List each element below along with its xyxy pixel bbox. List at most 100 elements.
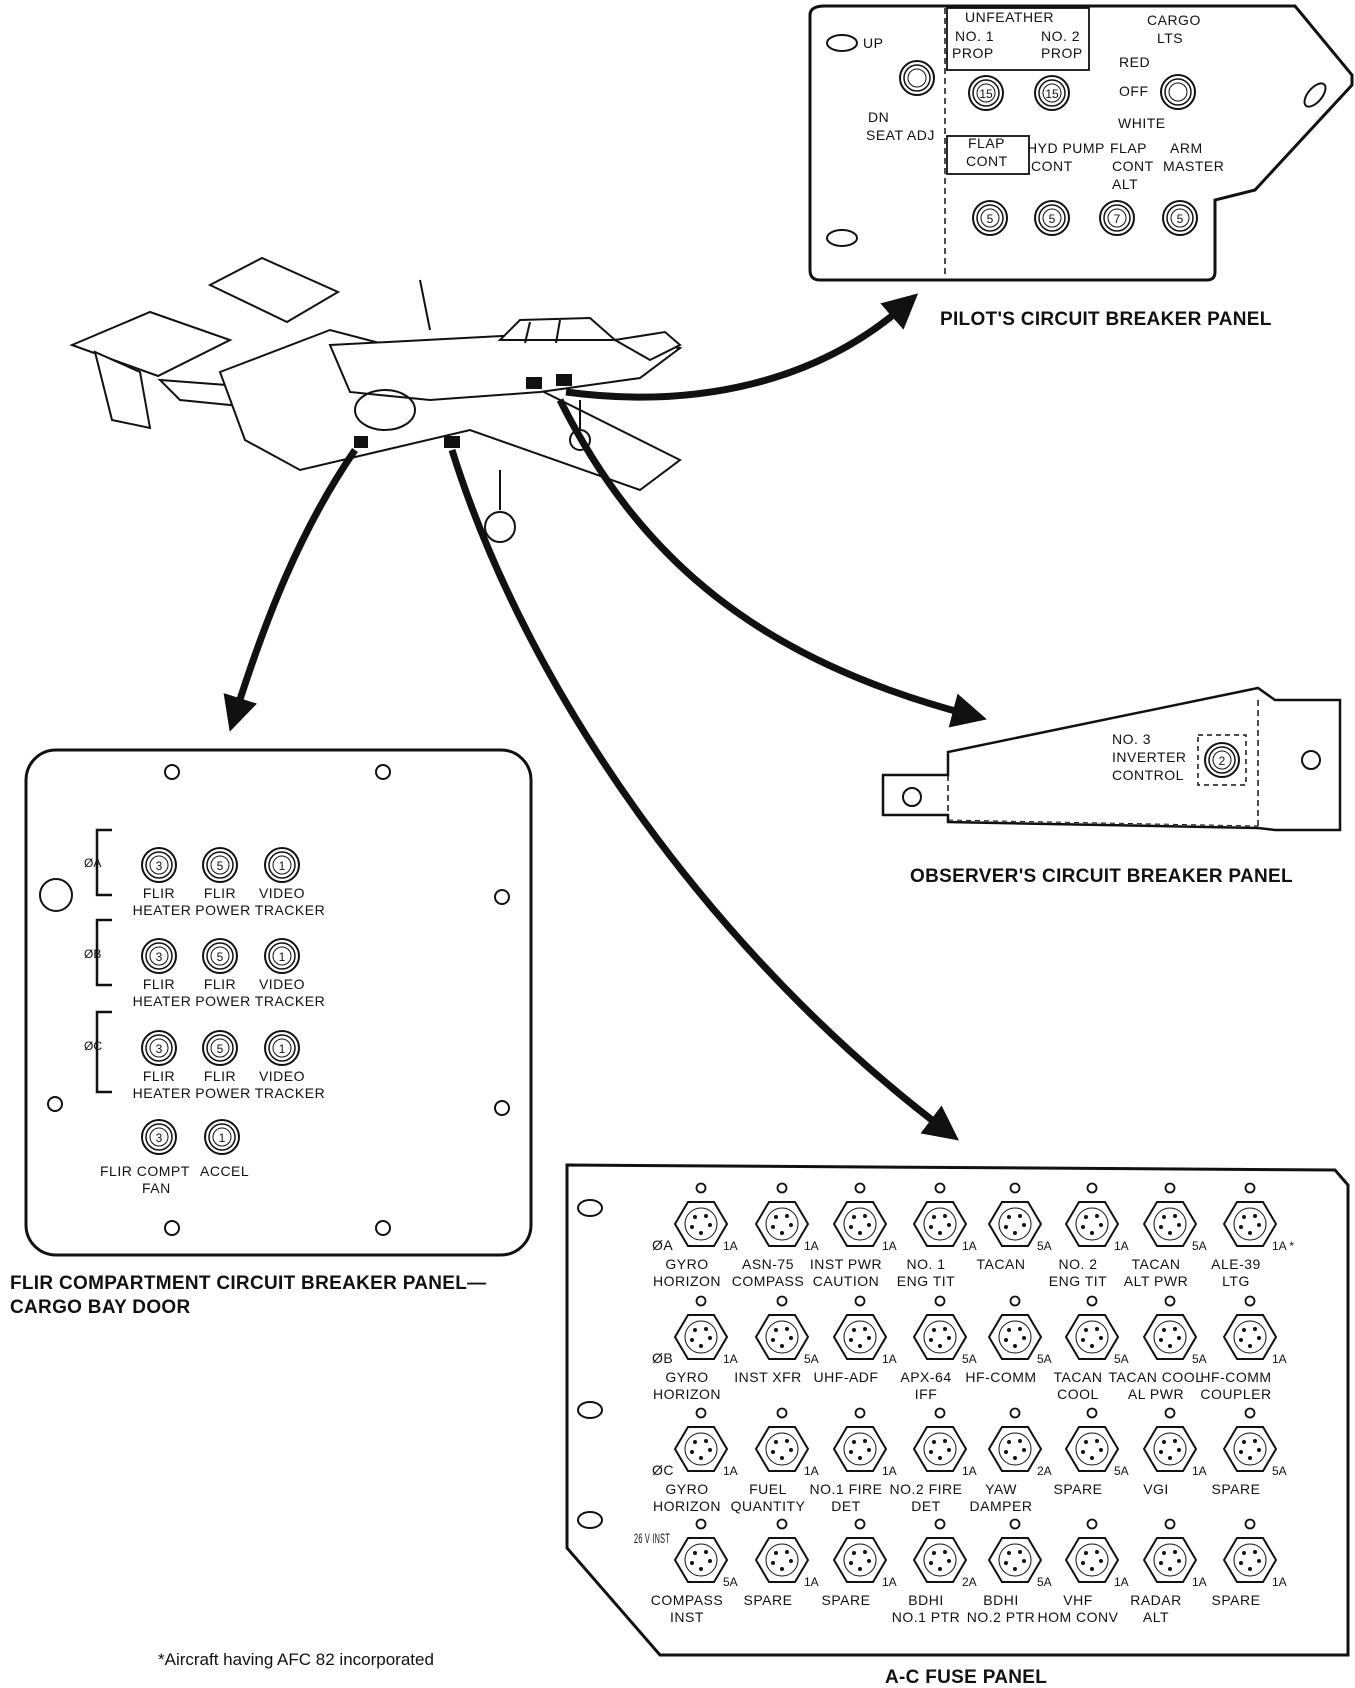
off-label: OFF (1119, 83, 1149, 99)
fuse-amp-rating: 1A (723, 1464, 738, 1478)
fuse-label-line1: TACAN (1132, 1256, 1181, 1272)
flir-accel-label: ACCEL (200, 1163, 249, 1179)
flir-breaker-rating: 1 (279, 950, 286, 964)
fuse-amp-rating: 1A (1192, 1464, 1207, 1478)
flir-fan-rating: 3 (156, 1131, 163, 1145)
flir-caption-line2: CARGO BAY DOOR (10, 1297, 191, 1318)
arm-label: ARM (1170, 140, 1203, 156)
fuse-mount-hole (776, 1182, 788, 1194)
fuse-mount-hole (776, 1295, 788, 1307)
flir-label-top: FLIR (143, 976, 175, 992)
fuse-label-line1: SPARE (1212, 1481, 1261, 1497)
flir-breaker: 5 (202, 1030, 238, 1066)
fuse-mount-hole (854, 1182, 866, 1194)
aircraft-illustration (69, 256, 683, 543)
flir-label-top: VIDEO (259, 1068, 305, 1084)
observer-panel-caption: OBSERVER'S CIRCUIT BREAKER PANEL (910, 866, 1293, 887)
fuse-label-line1: VHF (1063, 1592, 1093, 1608)
breaker-rating: 5 (1049, 212, 1056, 226)
flir-label-bottom: HEATER (133, 1085, 192, 1101)
flir-label-bottom: TRACKER (255, 993, 325, 1009)
fuse-label-line1: TACAN (1054, 1369, 1103, 1385)
flir-breaker: 1 (264, 1030, 300, 1066)
flir-phase-c: ØC (84, 1039, 102, 1053)
fuse-label-line1: FUEL (749, 1481, 787, 1497)
fuse-label-line2: HORIZON (653, 1273, 721, 1289)
fuse-amp-rating: 1A (882, 1464, 897, 1478)
fuse-mount-hole (1164, 1182, 1176, 1194)
observer-control-label: CONTROL (1112, 767, 1184, 783)
fuse-label-line2: ALT (1143, 1609, 1169, 1625)
fuse-amp-rating: 1A (1114, 1239, 1129, 1253)
fuse-mount-hole (1009, 1407, 1021, 1419)
flap-alt-label-3: ALT (1112, 176, 1138, 192)
fuse-mount-hole (695, 1407, 707, 1419)
fuse-mount-hole (854, 1407, 866, 1419)
flir-breaker-rating: 3 (156, 950, 163, 964)
fuse-mount-hole (1009, 1182, 1021, 1194)
fuse-label-line1: SPARE (1054, 1481, 1103, 1497)
fuse-mount-hole (1009, 1518, 1021, 1530)
fuse-mount-hole (1009, 1295, 1021, 1307)
fuse-phase-label: ØB (652, 1350, 673, 1366)
fuse-amp-rating: 5A (1037, 1239, 1052, 1253)
fuse-amp-rating: 5A (723, 1575, 738, 1589)
fuse-mount-hole (1164, 1295, 1176, 1307)
flir-label-top: FLIR (143, 885, 175, 901)
fuse-mount-hole (1086, 1407, 1098, 1419)
fuse-amp-rating: 1A (804, 1239, 819, 1253)
observer-inverter-label: INVERTER (1112, 749, 1187, 765)
flir-fan-label: FAN (142, 1180, 171, 1196)
fuse-label-line1: SPARE (744, 1592, 793, 1608)
fuse-label-line2: HOM CONV (1038, 1609, 1119, 1625)
flir-breaker: 5 (202, 847, 238, 883)
flir-phase-a: ØA (84, 856, 101, 870)
flir-breaker-rating: 1 (279, 1042, 286, 1056)
breaker-rating: 15 (979, 87, 993, 101)
connector-arrows (223, 293, 987, 1141)
fuse-label-line2: COOL (1057, 1386, 1099, 1402)
fuse-label-line2: COUPLER (1200, 1386, 1271, 1402)
flir-label-top: FLIR (143, 1068, 175, 1084)
fuse-label-line1: GYRO (665, 1256, 708, 1272)
flir-label-top: VIDEO (259, 976, 305, 992)
fuse-mount-hole (1244, 1407, 1256, 1419)
seat-up-label: UP (863, 35, 883, 51)
fuse-label-line1: GYRO (665, 1481, 708, 1497)
fuse-label-line1: APX-64 (900, 1369, 951, 1385)
fuse-label-line2: ENG TIT (897, 1273, 955, 1289)
fuse-panel-caption: A-C FUSE PANEL (885, 1667, 1047, 1688)
fuse-amp-rating: 1A (804, 1464, 819, 1478)
flir-label-bottom: HEATER (133, 902, 192, 918)
fuse-mount-hole (695, 1295, 707, 1307)
flir-breaker-rating: 5 (217, 1042, 224, 1056)
arrow-to-flir-panel (223, 448, 358, 732)
fuse-label-line2: LTG (1222, 1273, 1250, 1289)
fuse-amp-rating: 5A (1272, 1464, 1287, 1478)
flap-cont-label-1: FLAP (968, 135, 1005, 151)
fuse-label-line2: IFF (915, 1386, 938, 1402)
fuse-label-line1: BDHI (908, 1592, 943, 1608)
fuse-mount-hole (776, 1518, 788, 1530)
fuse-amp-rating: 1A (882, 1239, 897, 1253)
fuse-label-line1: HF-COMM (965, 1369, 1036, 1385)
fuse-label-line2: HORIZON (653, 1498, 721, 1514)
fuse-label-line2: NO.2 PTR (967, 1609, 1036, 1625)
prop1-label: PROP (952, 45, 994, 61)
fuse-amp-rating: 5A (1114, 1352, 1129, 1366)
flir-label-top: FLIR (204, 885, 236, 901)
pilot-panel-caption: PILOT'S CIRCUIT BREAKER PANEL (940, 309, 1272, 330)
fuse-label-line1: YAW (985, 1481, 1017, 1497)
no2-label: NO. 2 (1041, 28, 1080, 44)
fuse-label-line1: NO.2 FIRE (890, 1481, 963, 1497)
fuse-label-line1: SPARE (822, 1592, 871, 1608)
fuse-label-line2: ALT PWR (1124, 1273, 1188, 1289)
fuse-amp-rating: 1A (804, 1575, 819, 1589)
flir-breaker: 3 (141, 847, 177, 883)
flir-label-bottom: HEATER (133, 993, 192, 1009)
fuse-label-line2: NO.1 PTR (892, 1609, 961, 1625)
flir-breaker-rating: 5 (217, 950, 224, 964)
fuse-mount-hole (1086, 1182, 1098, 1194)
fuse-amp-rating: 5A (1037, 1575, 1052, 1589)
